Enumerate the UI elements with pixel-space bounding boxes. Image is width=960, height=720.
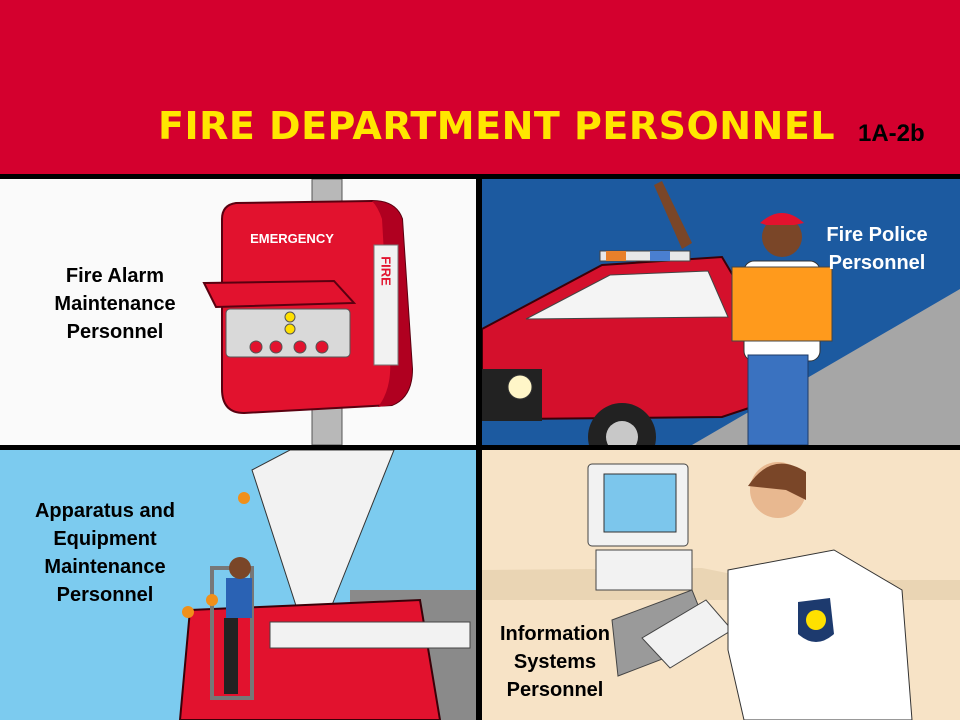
- label-line: Fire Police: [826, 224, 928, 246]
- label-info-systems: Information Systems Personnel: [482, 620, 628, 704]
- label-line: Maintenance: [44, 556, 166, 578]
- label-line: Personnel: [506, 679, 604, 701]
- label-apparatus: Apparatus and Equipment Maintenance Pers…: [10, 497, 200, 609]
- label-line: Apparatus and: [34, 500, 176, 522]
- label-line: Personnel: [828, 252, 926, 274]
- label-line: Information: [500, 623, 610, 645]
- alarm-emergency-text: EMERGENCY: [250, 231, 334, 246]
- panel-fire-alarm: EMERGENCY FIRE Fire Alarm Maintenance Pe…: [0, 179, 476, 445]
- panel-info-systems: Information Systems Personnel: [482, 450, 960, 720]
- label-line: Systems: [513, 651, 597, 673]
- fire-police-illustration: [482, 181, 960, 445]
- panel-fire-police: Fire Police Personnel: [482, 179, 960, 445]
- slide-title: FIRE DEPARTMENT PERSONNEL: [158, 104, 836, 148]
- label-fire-police: Fire Police Personnel: [792, 221, 960, 277]
- label-line: Personnel: [56, 584, 154, 606]
- label-line: Equipment: [53, 528, 157, 550]
- header-bar: FIRE DEPARTMENT PERSONNEL 1A-2b: [0, 0, 960, 174]
- alarm-fire-text: FIRE: [379, 256, 394, 286]
- info-systems-illustration: [482, 462, 960, 720]
- panel-apparatus: Apparatus and Equipment Maintenance Pers…: [0, 450, 476, 720]
- slide-code: 1A-2b: [858, 120, 925, 147]
- fire-alarm-illustration: EMERGENCY FIRE: [202, 179, 414, 445]
- label-line: Fire Alarm: [65, 265, 165, 287]
- apparatus-illustration: [178, 450, 476, 720]
- label-line: Personnel: [66, 321, 164, 343]
- label-line: Maintenance: [54, 293, 176, 315]
- label-fire-alarm: Fire Alarm Maintenance Personnel: [40, 262, 190, 346]
